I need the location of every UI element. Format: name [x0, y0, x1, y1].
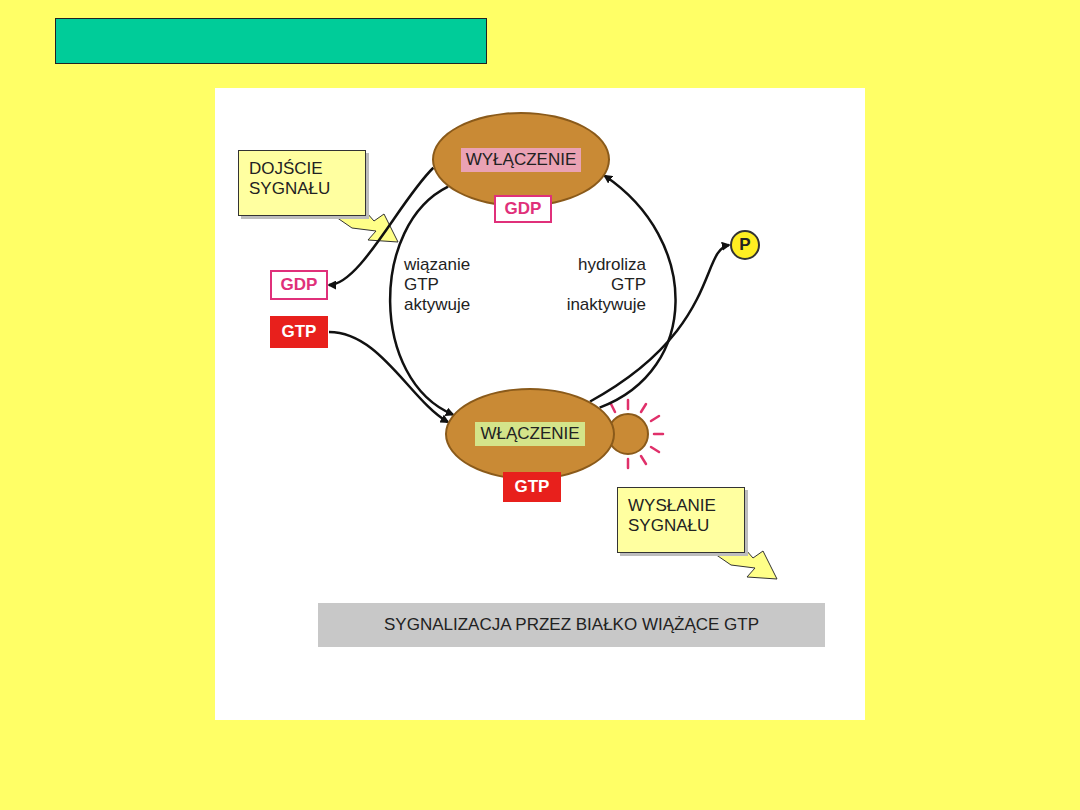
gdp-box: GDP — [494, 195, 552, 223]
node-text: WŁĄCZENIE — [475, 422, 584, 446]
edge-label: wiązanie GTP aktywuje — [402, 255, 472, 315]
node-text: WYŁĄCZENIE — [461, 148, 582, 172]
node-text: GTP — [515, 477, 550, 497]
node-text: GTP — [282, 322, 317, 342]
node-text: GDP — [505, 199, 542, 219]
state-off-ellipse: WYŁĄCZENIEGDP — [432, 112, 610, 207]
phosphate-circle: P — [730, 230, 760, 260]
caption-text: SYGNALIZACJA PRZEZ BIAŁKO WIĄŻĄCE GTP — [384, 615, 759, 635]
gtp-box: GTP — [503, 472, 561, 502]
title-bar — [55, 18, 487, 64]
caption-band: SYGNALIZACJA PRZEZ BIAŁKO WIĄŻĄCE GTP — [318, 603, 825, 647]
node-text: GDP — [281, 275, 318, 295]
activity-rays — [611, 400, 663, 468]
node-text: WYSŁANIE SYGNAŁU — [628, 496, 716, 536]
gtp-box: GTP — [270, 316, 328, 348]
signal-in-callout: DOJŚCIE SYGNAŁU — [238, 150, 366, 216]
node-text: P — [739, 235, 750, 255]
gdp-box: GDP — [270, 270, 328, 300]
state-on-ellipse: WŁĄCZENIEGTP — [445, 388, 615, 480]
signal-out-callout: WYSŁANIE SYGNAŁU — [617, 487, 745, 553]
arrow-connector — [329, 332, 448, 422]
edge-label: hydroliza GTP inaktywuje — [565, 255, 648, 315]
node-text: DOJŚCIE SYGNAŁU — [249, 159, 330, 199]
